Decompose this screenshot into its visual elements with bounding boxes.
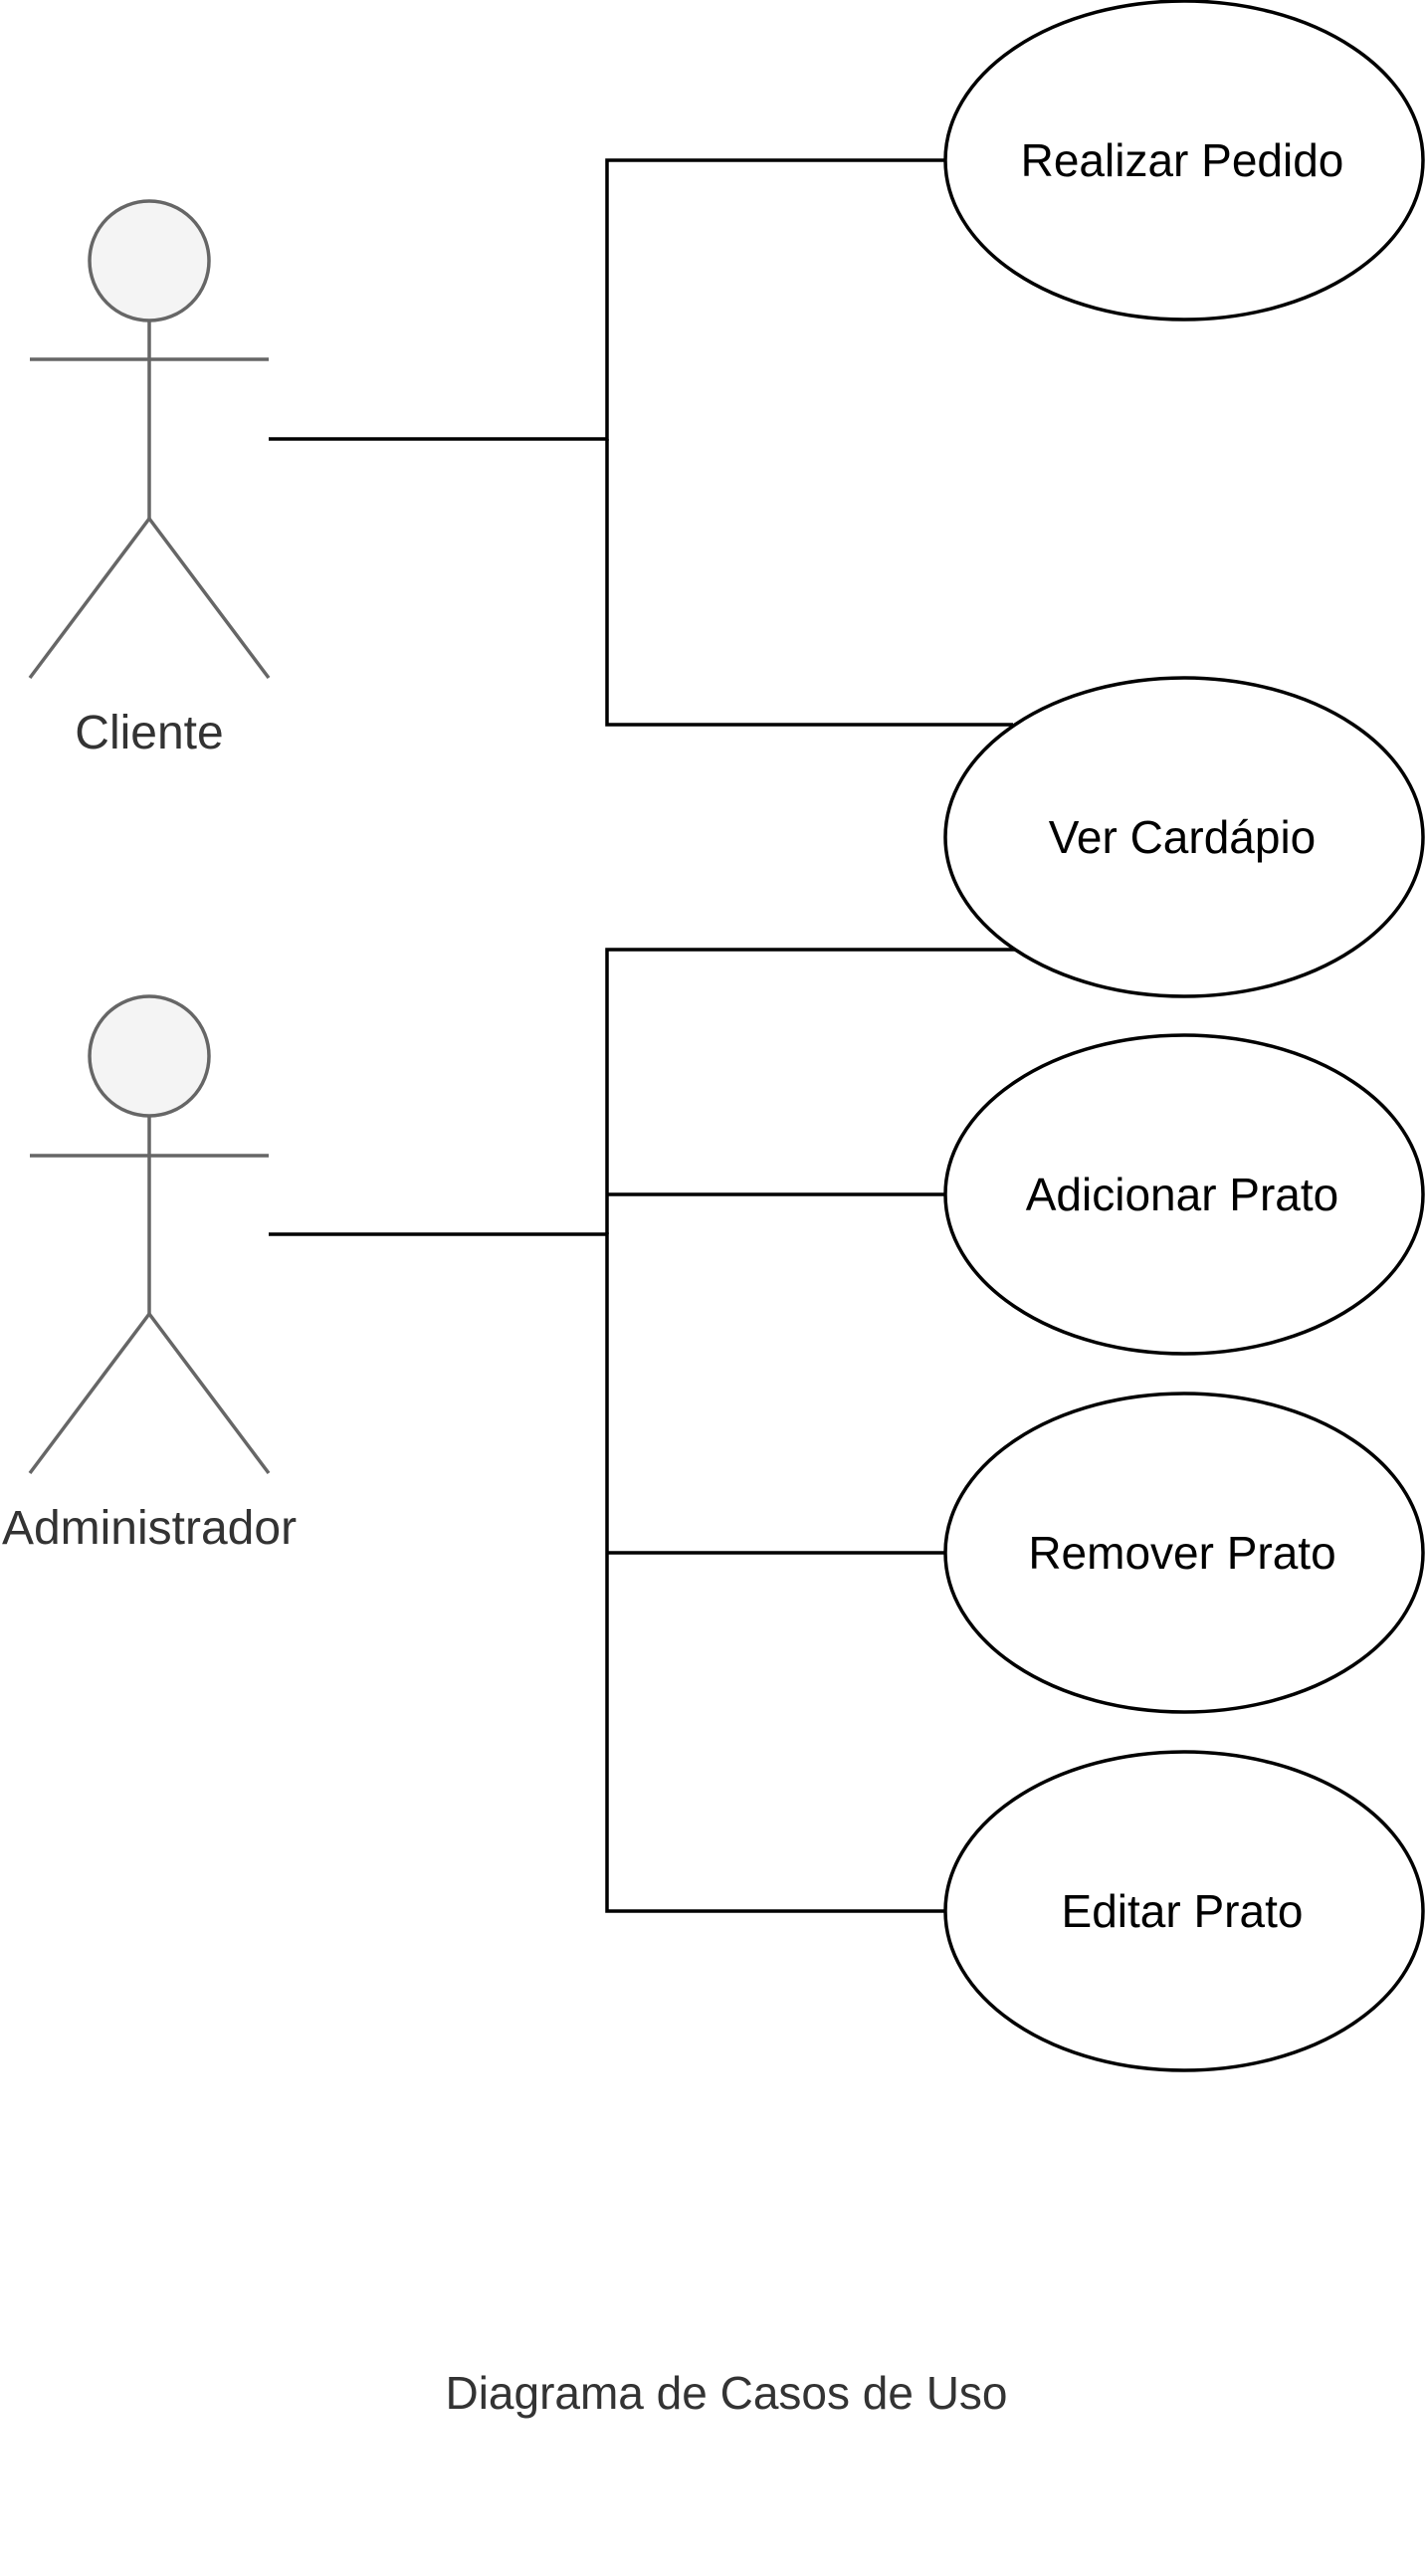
actor-head xyxy=(88,994,211,1118)
use-case-remover-prato[interactable]: Remover Prato xyxy=(943,1392,1425,1714)
use-case-ver-cardapio[interactable]: Ver Cardápio xyxy=(943,676,1425,998)
actor-left-leg xyxy=(28,517,151,680)
use-case-ellipse xyxy=(943,1033,1425,1356)
use-case-ellipse xyxy=(943,1750,1425,2072)
connector-cliente-realizar-pedido xyxy=(269,158,945,441)
connectors xyxy=(269,158,1015,1913)
use-case-editar-prato[interactable]: Editar Prato xyxy=(943,1750,1425,2072)
actor-label-administrador: Administrador xyxy=(2,1502,297,1555)
use-case-adicionar-prato[interactable]: Adicionar Prato xyxy=(943,1033,1425,1356)
connector-administrador-trunk xyxy=(269,1232,945,1913)
use-case-ellipse xyxy=(943,0,1425,322)
actor-label-cliente: Cliente xyxy=(75,707,223,759)
actor-cliente[interactable]: Cliente xyxy=(28,199,271,759)
actor-head xyxy=(88,199,211,322)
use-case-realizar-pedido[interactable]: Realizar Pedido xyxy=(943,0,1425,322)
use-case-label: Remover Prato xyxy=(1028,1527,1335,1579)
use-case-label: Ver Cardápio xyxy=(1049,811,1317,863)
diagram-caption: Diagrama de Casos de Uso xyxy=(445,2367,1008,2419)
connector-administrador-ver-cardapio xyxy=(605,948,1015,1234)
actor-left-leg xyxy=(28,1312,151,1475)
use-case-label: Adicionar Prato xyxy=(1026,1169,1339,1220)
use-case-label: Realizar Pedido xyxy=(1021,134,1344,186)
actor-administrador[interactable]: Administrador xyxy=(2,994,297,1555)
connector-cliente-ver-cardapio xyxy=(605,439,1013,727)
use-case-ellipse xyxy=(943,1392,1425,1714)
use-case-label: Editar Prato xyxy=(1062,1885,1304,1937)
use-case-ellipse xyxy=(943,676,1425,998)
actor-right-leg xyxy=(147,517,271,680)
actor-right-leg xyxy=(147,1312,271,1475)
